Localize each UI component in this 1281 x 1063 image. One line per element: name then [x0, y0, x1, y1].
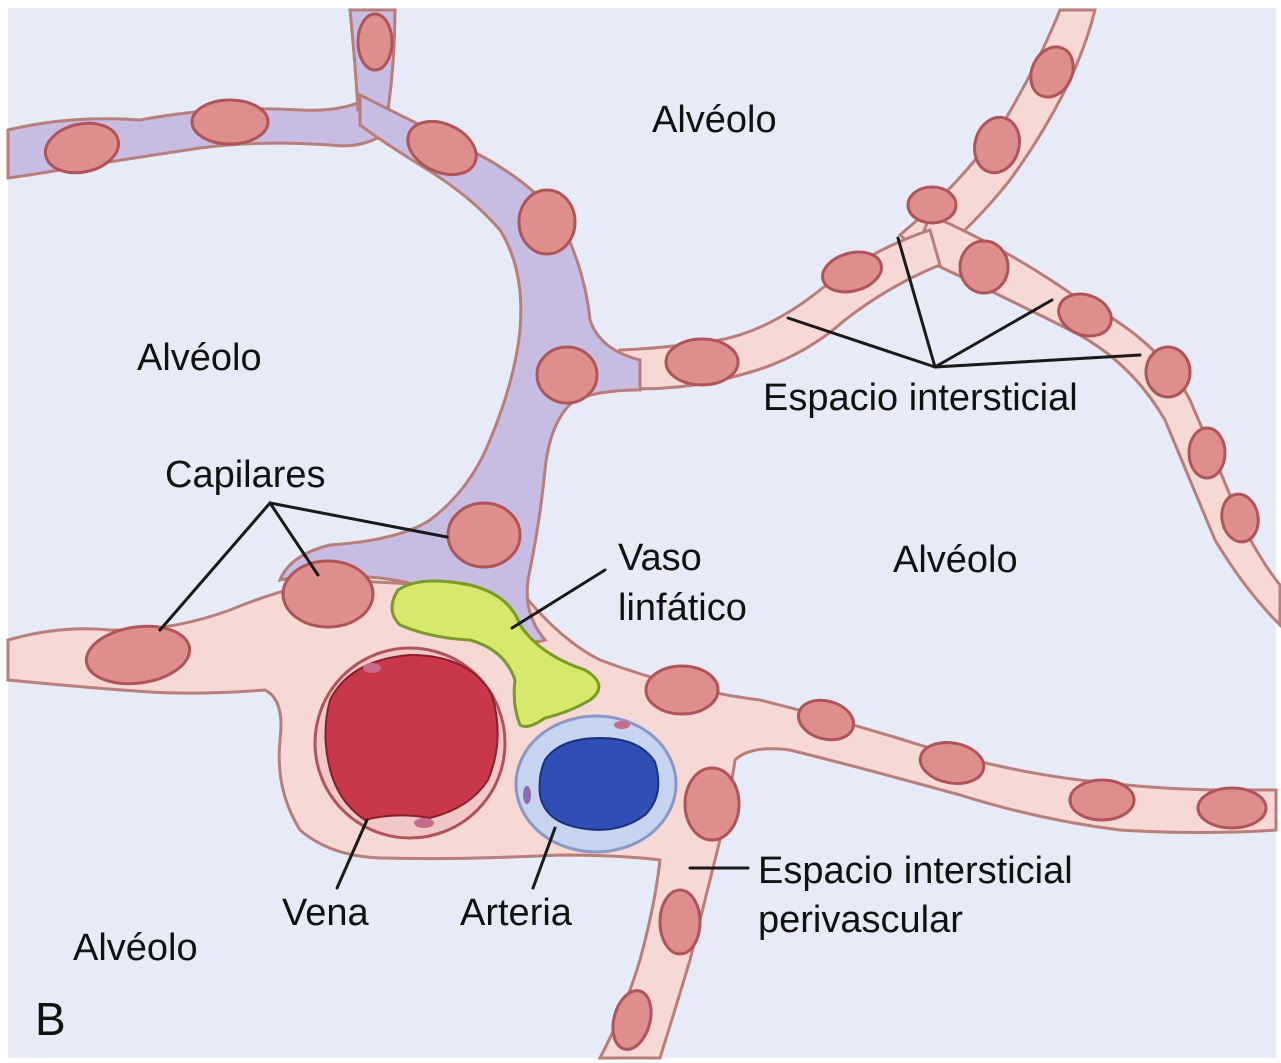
panel-letter: B: [35, 993, 66, 1045]
vein-lumen: [325, 655, 497, 820]
label-alveolo-top: Alvéolo: [652, 99, 777, 141]
label-perivascular-line1: Espacio intersticial: [758, 850, 1073, 892]
label-vaso-line1: Vaso: [618, 537, 702, 579]
label-vena: Vena: [282, 892, 370, 934]
label-alveolo-left: Alvéolo: [137, 337, 262, 379]
artery: [516, 716, 676, 852]
alveolar-space: [8, 8, 1276, 1058]
label-capilares: Capilares: [165, 454, 326, 496]
label-perivascular-line2: perivascular: [758, 899, 963, 941]
label-alveolo-bottom: Alvéolo: [73, 927, 198, 969]
label-arteria: Arteria: [460, 892, 573, 934]
artery-lumen: [540, 738, 659, 830]
vein: [315, 648, 505, 838]
label-vaso-line2: linfático: [618, 587, 747, 629]
label-espacio-intersticial: Espacio intersticial: [763, 377, 1078, 419]
label-alveolo-right: Alvéolo: [893, 539, 1018, 581]
